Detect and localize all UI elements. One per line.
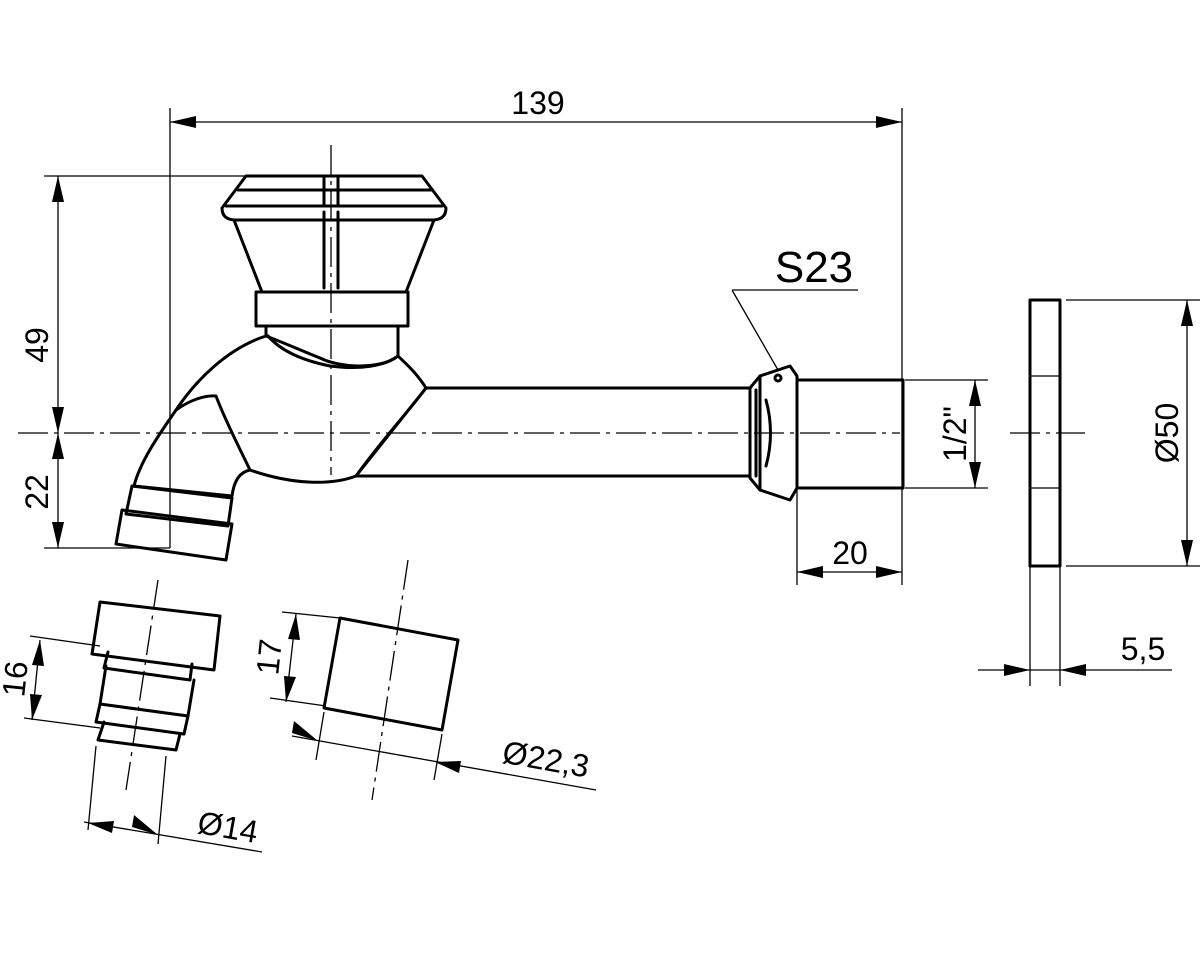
valve-body	[132, 334, 428, 498]
dim-sleeve-height: 17	[249, 637, 289, 676]
dim-thread-size: 1/2"	[937, 406, 973, 462]
dim-height-above-axis: 49	[19, 327, 55, 363]
dim-height-below-axis: 22	[19, 474, 55, 510]
handle-collar	[254, 290, 410, 328]
spout-nozzle	[114, 508, 234, 562]
dim-rosette-diameter: Ø50	[1149, 403, 1185, 463]
dim-overall-length: 139	[511, 85, 564, 121]
faucet	[114, 174, 905, 562]
handle-cone	[232, 218, 436, 294]
dim-thread-length: 20	[832, 535, 868, 571]
pipe	[354, 386, 752, 478]
dim-adapter-height: 16	[0, 659, 35, 698]
handle-cap	[220, 174, 448, 222]
dim-wrench-size: S23	[775, 243, 853, 292]
rosette	[1028, 298, 1062, 568]
sleeve	[322, 616, 460, 732]
center-lines	[18, 145, 1085, 801]
dimension-lines	[23, 108, 1200, 853]
dim-rosette-thickness: 5,5	[1121, 631, 1165, 667]
thread-end	[795, 378, 905, 490]
dim-adapter-diameter: Ø14	[195, 804, 261, 850]
adapter	[90, 600, 222, 752]
spout-ring	[124, 484, 234, 528]
dim-sleeve-diameter: Ø22,3	[500, 734, 592, 785]
